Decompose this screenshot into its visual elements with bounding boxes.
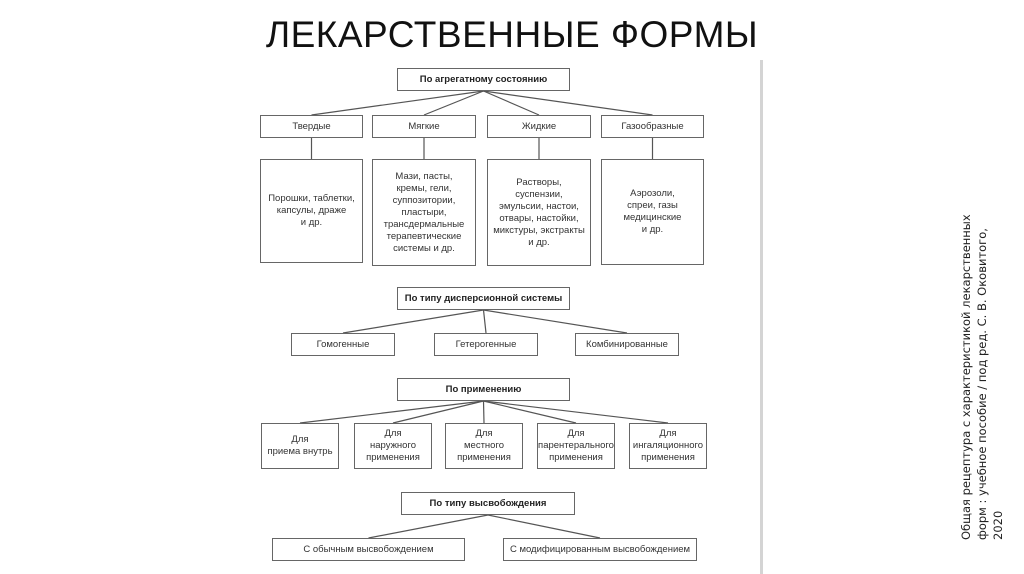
- category-node: Для наружного применения: [354, 423, 432, 469]
- example-node: Растворы, суспензии, эмульсии, настои, о…: [487, 159, 591, 266]
- category-node: Для местного применения: [445, 423, 523, 469]
- connector-line: [342, 309, 484, 334]
- example-node: Порошки, таблетки, капсулы, драже и др.: [260, 159, 363, 263]
- category-header: По типу дисперсионной системы: [397, 287, 570, 310]
- source-citation: Общая рецептура с характеристикой лекарс…: [959, 214, 1005, 540]
- slide-title: ЛЕКАРСТВЕННЫЕ ФОРМЫ: [265, 14, 759, 55]
- category-node: Гетерогенные: [434, 333, 538, 356]
- connector-line: [483, 90, 540, 116]
- connector-line: [482, 400, 485, 424]
- category-node: С модифицированным высвобождением: [503, 538, 697, 561]
- category-node: С обычным высвобождением: [272, 538, 465, 561]
- connector-line: [483, 400, 577, 424]
- connector-line: [392, 400, 484, 424]
- connector-line: [483, 90, 653, 116]
- category-node: Твердые: [260, 115, 363, 138]
- example-node: Мази, пасты, кремы, гели, суппозитории, …: [372, 159, 476, 266]
- connector-line: [423, 90, 484, 116]
- connector-line: [299, 400, 484, 424]
- category-node: Для приема внутрь: [261, 423, 339, 469]
- connector-line: [482, 309, 487, 334]
- category-node: Газообразные: [601, 115, 704, 138]
- category-node: Мягкие: [372, 115, 476, 138]
- category-node: Для ингаляционного применения: [629, 423, 707, 469]
- category-node: Гомогенные: [291, 333, 395, 356]
- connector-line: [311, 90, 484, 116]
- category-node: Для парентерального применения: [537, 423, 615, 469]
- category-header: По применению: [397, 378, 570, 401]
- category-header: По типу высвобождения: [401, 492, 575, 515]
- connector-line: [487, 514, 601, 539]
- category-header: По агрегатному состоянию: [397, 68, 570, 91]
- divider-line: [760, 60, 763, 574]
- connector-line: [483, 400, 669, 424]
- category-node: Жидкие: [487, 115, 591, 138]
- example-node: Аэрозоли, спреи, газы медицинские и др.: [601, 159, 704, 265]
- connector-line: [368, 514, 489, 539]
- connector-line: [483, 309, 628, 334]
- category-node: Комбинированные: [575, 333, 679, 356]
